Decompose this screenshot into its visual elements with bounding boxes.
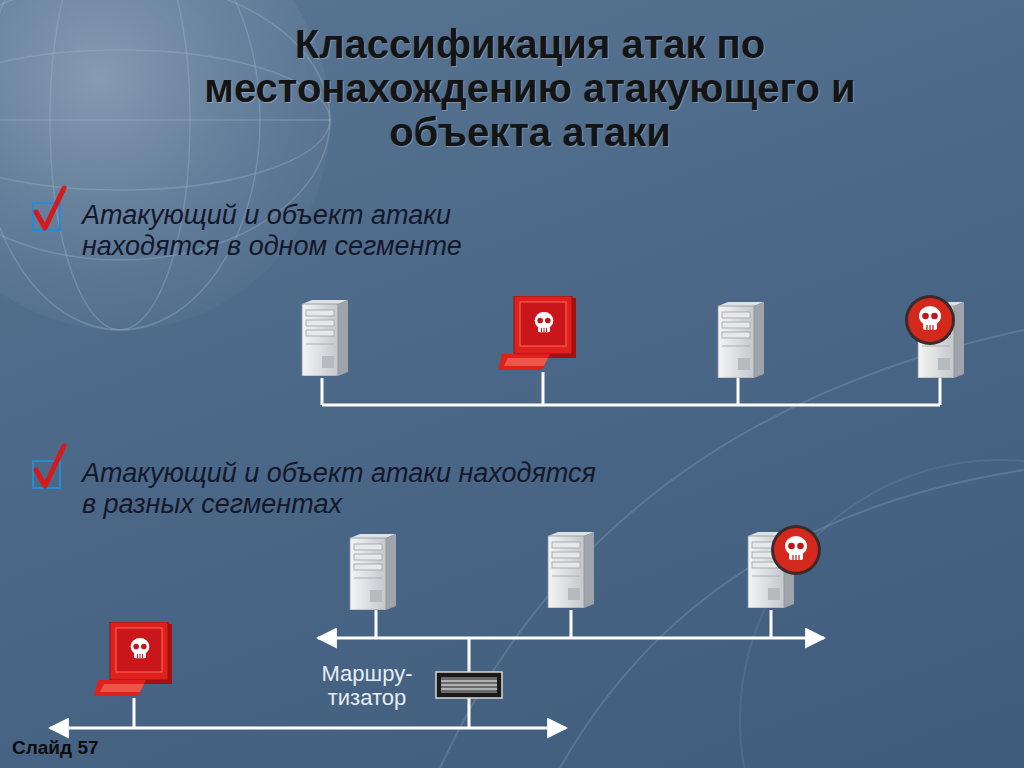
attacker-pc (498, 296, 576, 370)
server-icon (718, 302, 764, 378)
network-segment-2 (50, 610, 824, 728)
server-icon (548, 532, 594, 608)
router-icon (436, 672, 502, 698)
background-arcs (440, 330, 1024, 768)
globe (0, 0, 330, 330)
slide-number: Слайд 57 (12, 737, 152, 759)
router-label: Маршру- тизатор (308, 662, 426, 710)
server-icon (302, 300, 348, 376)
target-badge (771, 525, 821, 575)
server-icon (350, 534, 396, 610)
bullet-text: Атакующий и объект атаки находятся в одн… (82, 200, 562, 262)
checkbox (33, 446, 64, 488)
bullet-text: Атакующий и объект атаки находятся в раз… (82, 458, 602, 520)
router-caption: Маршру- тизатор (308, 662, 426, 710)
target-badge (905, 295, 955, 345)
slide-title: Классификация атак по местонахождению ат… (130, 22, 930, 154)
checkbox (33, 188, 64, 230)
attacker-pc (94, 622, 172, 696)
network-segment-1 (322, 372, 940, 405)
